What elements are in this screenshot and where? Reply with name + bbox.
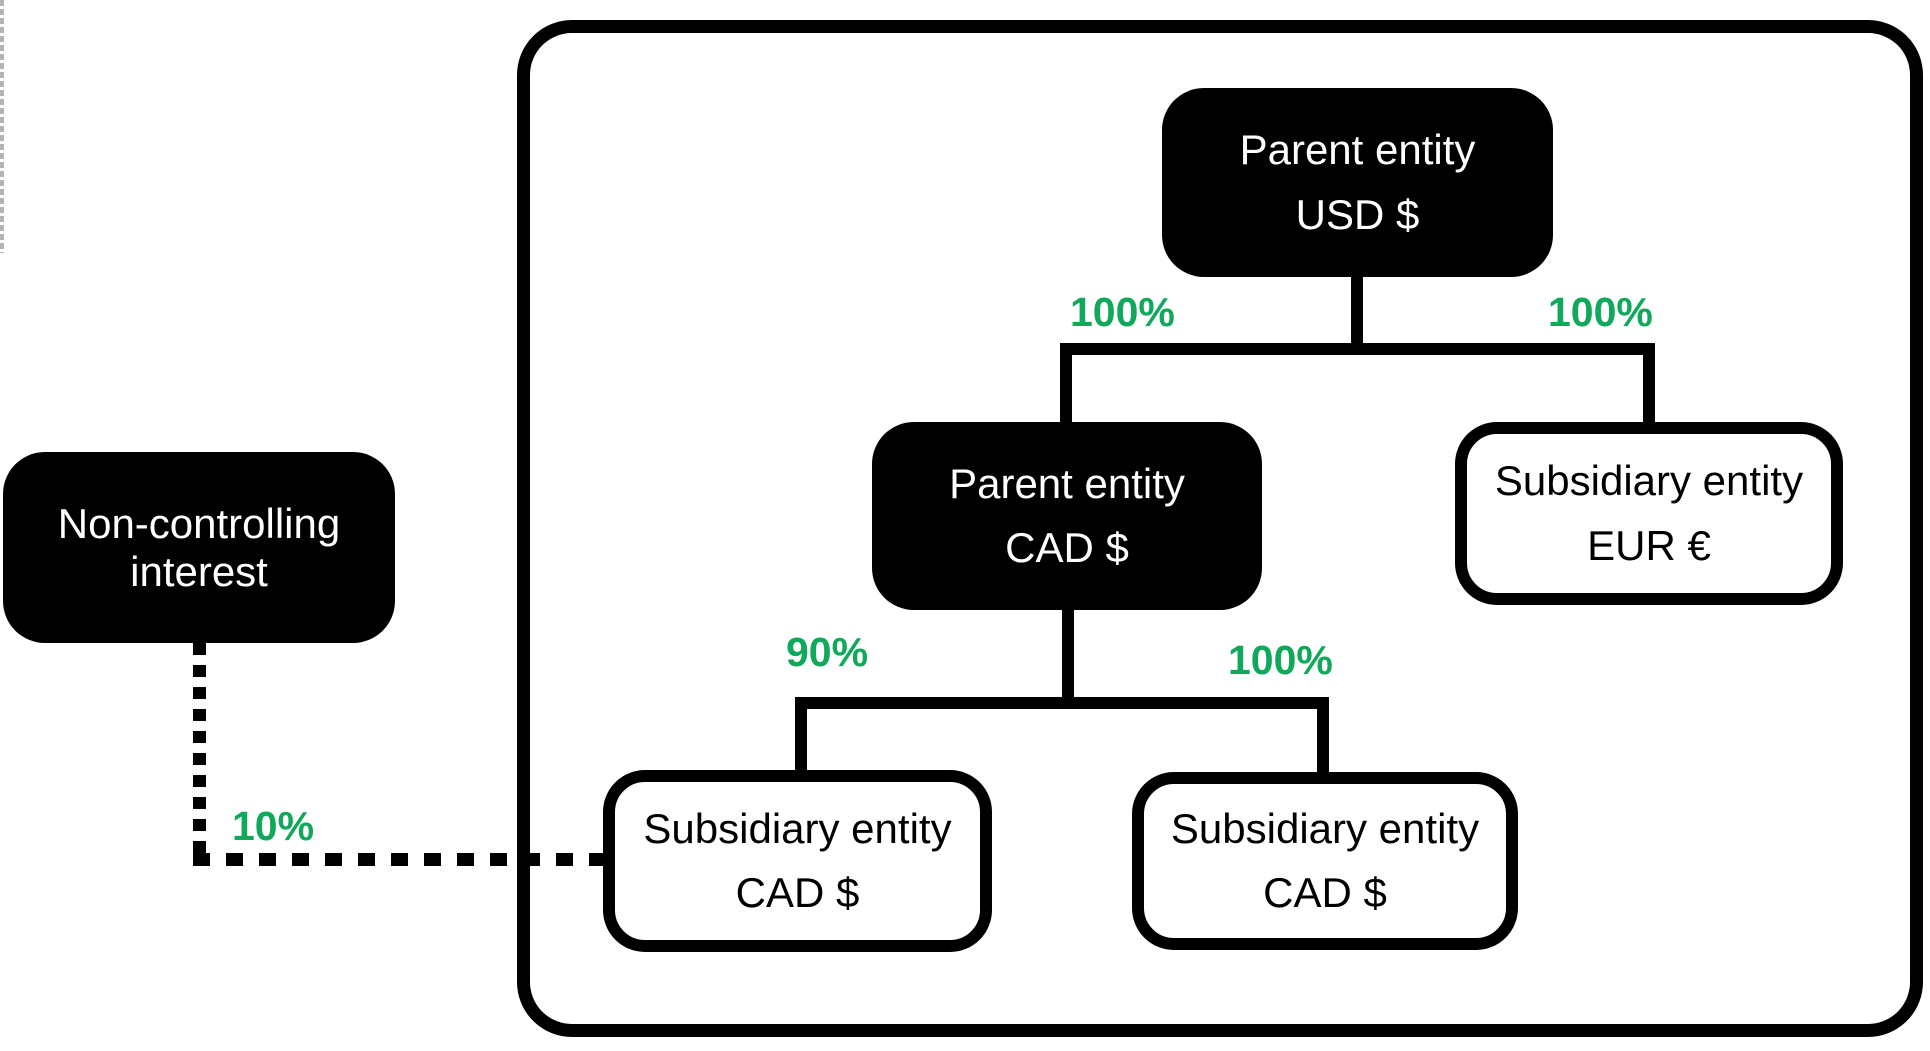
node-title-line1: Non-controlling (57, 500, 341, 548)
connector-tier2-horizontal (795, 697, 1328, 709)
node-currency: EUR € (1587, 521, 1711, 569)
nci-dotted-connector-vertical (193, 643, 206, 861)
connector-to-sub-cad-right (1317, 697, 1329, 775)
node-parent-entity-usd: Parent entity USD $ (1162, 88, 1553, 277)
connector-tier1-horizontal (1060, 343, 1655, 355)
node-title: Parent entity (949, 459, 1185, 507)
node-subsidiary-entity-eur: Subsidiary entity EUR € (1455, 422, 1843, 605)
ownership-label-cad-to-sub-right: 100% (1228, 637, 1333, 683)
node-subsidiary-entity-cad-right: Subsidiary entity CAD $ (1132, 772, 1518, 950)
node-parent-entity-cad: Parent entity CAD $ (872, 422, 1262, 610)
node-title: Subsidiary entity (643, 804, 952, 852)
node-non-controlling-interest: Non-controlling interest (3, 452, 395, 643)
ownership-label-cad-to-sub-left: 90% (786, 629, 869, 675)
ownership-label-usd-to-cad: 100% (1070, 289, 1175, 335)
connector-to-parent-cad (1060, 343, 1072, 425)
node-title-line2: interest (130, 547, 268, 595)
ownership-label-usd-to-eur: 100% (1548, 289, 1653, 335)
node-currency: USD $ (1295, 190, 1420, 238)
node-title: Subsidiary entity (1494, 457, 1804, 505)
node-subsidiary-entity-cad-left: Subsidiary entity CAD $ (603, 770, 992, 952)
group-boundary-box (517, 20, 1923, 1037)
node-title: Parent entity (1239, 126, 1476, 174)
node-title: Subsidiary entity (1170, 804, 1480, 852)
connector-usd-down (1351, 276, 1363, 355)
node-currency: CAD $ (1005, 524, 1129, 571)
node-currency: CAD $ (735, 869, 860, 916)
node-currency: CAD $ (1263, 869, 1387, 916)
page-edge-dashed-line (0, 0, 4, 253)
connector-to-subsidiary-eur (1643, 343, 1655, 425)
connector-cad-down (1062, 608, 1074, 709)
ownership-label-nci: 10% (232, 803, 315, 849)
connector-to-sub-cad-left (795, 697, 807, 773)
nci-dotted-connector-horizontal (193, 853, 605, 866)
